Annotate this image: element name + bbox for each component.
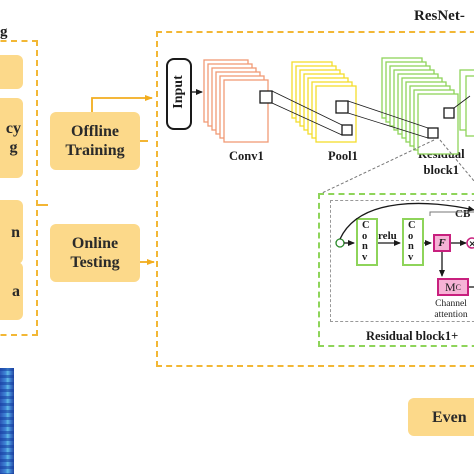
offline-training-label: Offline Training: [65, 123, 125, 159]
left-panel-title: g: [0, 24, 8, 40]
left-box-2-label: cy g: [5, 120, 21, 156]
relu-label: relu: [378, 230, 397, 242]
cbam-bracket: [429, 211, 474, 216]
residual-inner-box: [330, 200, 474, 322]
mc-label: M: [444, 279, 456, 294]
left-box-4-label: a: [12, 282, 20, 300]
mc-subscript: C: [455, 282, 461, 292]
resnet-title: ResNet-: [414, 8, 465, 24]
left-box-3: n: [0, 200, 23, 264]
left-box-3-label: n: [11, 223, 20, 241]
conv1-stack: [203, 59, 269, 143]
resnet-frame: [156, 31, 474, 367]
online-testing-box: Online Testing: [50, 224, 140, 282]
zoom-lines: [321, 139, 474, 194]
cbam-label: CB: [455, 208, 471, 220]
residual-flow: [335, 202, 474, 288]
left-box-4: a: [0, 262, 23, 320]
channel-attention-label: Channel attention: [434, 299, 468, 320]
residual-stack: [381, 57, 459, 155]
conv-block-1: [356, 218, 378, 266]
skip-connection: [339, 202, 474, 240]
pool1-label: Pool1: [328, 149, 358, 163]
conv-block-2: [402, 218, 424, 266]
offline-training-box: Offline Training: [50, 112, 140, 170]
kernel-squares: [259, 90, 455, 139]
left-box-2: cy g: [0, 98, 23, 178]
projection-lines: [271, 90, 471, 139]
input-node: [335, 238, 345, 248]
f-block: F: [433, 234, 451, 252]
conv1-label: Conv1: [229, 149, 264, 163]
residual-detail-box: [318, 193, 474, 347]
input-box: [166, 58, 192, 130]
left-box-1: [0, 55, 23, 89]
branch-line: [91, 95, 153, 112]
multiply-symbol: ×: [469, 240, 474, 250]
event-box: Even: [408, 398, 474, 436]
spectrogram-image: [0, 368, 14, 474]
residual-stack-right: [459, 69, 474, 137]
multiply-node: [466, 237, 474, 249]
residual-block-footer: Residual block1+: [366, 329, 459, 343]
online-testing-label: Online Testing: [70, 235, 120, 271]
conv-block-2-label: Conv: [408, 220, 416, 263]
f-label: F: [438, 237, 446, 249]
event-label: Even: [432, 408, 467, 426]
left-panel: [0, 40, 38, 336]
flow-arrows: [38, 95, 155, 265]
conv-block-1-label: Conv: [362, 220, 370, 263]
